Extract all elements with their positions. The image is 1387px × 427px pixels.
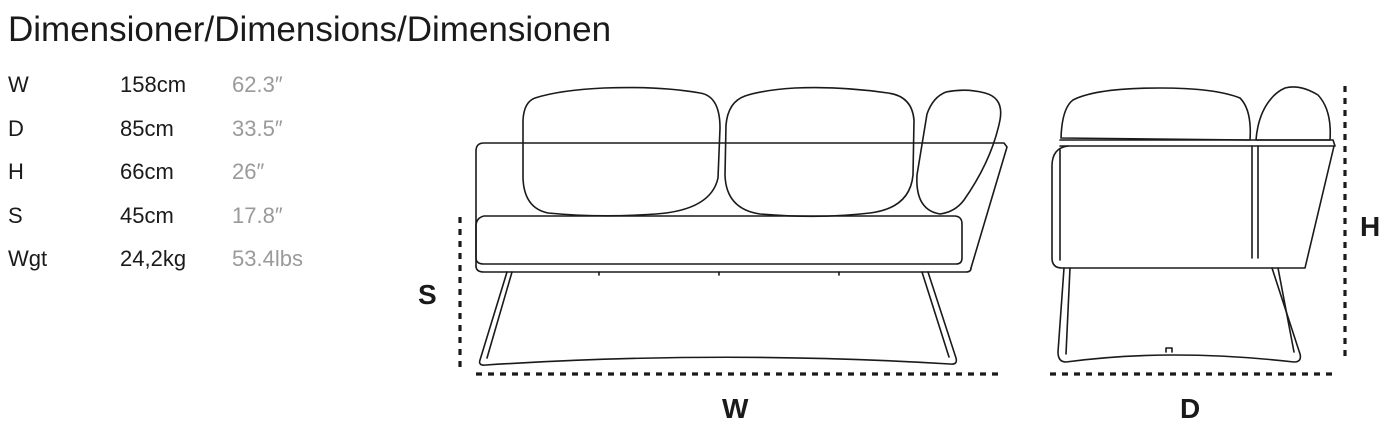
- side-foot-glide: [1165, 347, 1173, 353]
- spec-metric-value: 85cm: [120, 115, 174, 141]
- spec-imperial-value: 62.3″: [232, 72, 283, 97]
- spec-key: D: [8, 115, 24, 141]
- spec-metric-value: 24,2kg: [120, 246, 187, 271]
- spec-imperial-value: 33.5″: [232, 115, 283, 141]
- sofa-leg-right-inner: [921, 271, 950, 358]
- side-frame: [1051, 145, 1335, 269]
- seat-cushion: [475, 215, 963, 265]
- width-label: W: [722, 393, 749, 424]
- sofa-side-view: [1051, 86, 1336, 363]
- height-label: H: [1360, 211, 1380, 242]
- side-side-cushion: [1255, 86, 1332, 141]
- spec-key: W: [8, 72, 29, 97]
- back-cushion-side: [916, 89, 1002, 215]
- side-leg: [1057, 267, 1302, 363]
- spec-key: Wgt: [8, 246, 48, 271]
- spec-metric-value: 66cm: [120, 159, 174, 184]
- spec-imperial-value: 53.4lbs: [232, 246, 303, 271]
- side-arm-rail: [1059, 139, 1336, 147]
- spec-imperial-value: 26″: [232, 159, 265, 184]
- side-inner-post: [1251, 145, 1259, 259]
- spec-metric-value: 158cm: [120, 72, 187, 97]
- back-cushion-middle: [724, 86, 915, 218]
- sofa-leg-left-inner: [486, 271, 513, 359]
- sofa-back-frame: [475, 142, 1008, 269]
- depth-label: D: [1180, 393, 1200, 424]
- sofa-leg-left: [478, 271, 958, 366]
- spec-key: H: [8, 159, 24, 184]
- seat-base-rail: [475, 265, 972, 273]
- spec-metric-value: 45cm: [120, 202, 174, 228]
- spec-imperial-value: 17.8″: [232, 202, 283, 228]
- spec-key: S: [8, 202, 23, 228]
- back-cushion-left: [522, 86, 721, 217]
- sofa-front-view: [475, 86, 1008, 366]
- seat-height-label: S: [418, 279, 437, 310]
- side-back-cushion: [1060, 87, 1252, 141]
- seat-tick: [598, 271, 840, 276]
- side-leg-inner: [1065, 267, 1295, 355]
- page-title: Dimensioner/Dimensions/Dimensionen: [8, 10, 612, 49]
